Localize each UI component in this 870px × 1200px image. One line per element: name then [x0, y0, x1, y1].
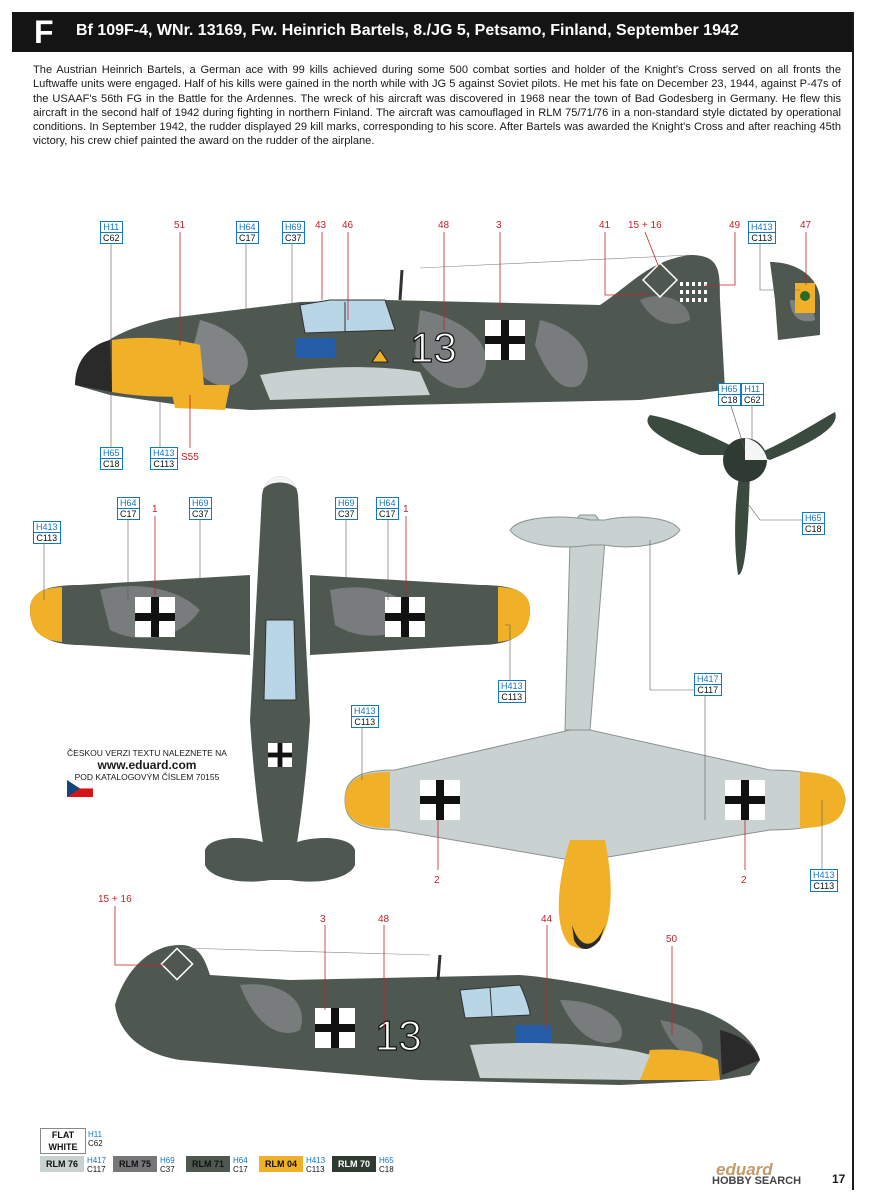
czech-flag-icon — [67, 780, 93, 797]
marking-number: 49 — [729, 220, 741, 231]
marking-number: S55 — [181, 452, 199, 463]
hobby-search-watermark: HOBBY SEARCH — [712, 1175, 802, 1187]
marking-number: 1 — [403, 504, 409, 515]
top-view — [30, 476, 530, 882]
czech-version-note: ČESKOU VERZI TEXTU NALEZNETE NA www.edua… — [62, 748, 232, 782]
marking-number: 50 — [666, 934, 678, 945]
page-frame — [12, 12, 854, 1190]
leader-lines — [114, 231, 807, 1035]
marking-number: 47 — [800, 220, 812, 231]
marking-number: 44 — [541, 914, 553, 925]
rudder-detail — [770, 262, 820, 340]
bottom-view — [344, 514, 846, 949]
legend-rlm04: RLM 04 — [259, 1156, 303, 1172]
marking-number: 3 — [320, 914, 326, 925]
profile-title: Bf 109F-4, WNr. 13169, Fw. Heinrich Bart… — [76, 22, 739, 39]
marking-number: 51 — [174, 220, 186, 231]
marking-number: 46 — [342, 220, 354, 231]
marking-number: 41 — [599, 220, 611, 231]
page-number: 17 — [832, 1172, 846, 1186]
marking-number: 48 — [438, 220, 450, 231]
marking-number: 3 — [496, 220, 502, 231]
legend-flat-white: FLAT WHITE — [40, 1128, 86, 1154]
legend-rlm76: RLM 76 — [40, 1156, 84, 1172]
marking-number: 15 + 16 — [98, 894, 132, 905]
side-view-right: 13 — [115, 945, 760, 1085]
side-code-text: 13 — [410, 324, 457, 371]
eduard-url[interactable]: www.eduard.com — [97, 758, 197, 772]
callout-lines — [43, 240, 823, 870]
marking-number: 2 — [434, 875, 440, 886]
marking-number: 43 — [315, 220, 327, 231]
marking-number: 48 — [378, 914, 390, 925]
legend-rlm75: RLM 75 — [113, 1156, 157, 1172]
profile-header: F Bf 109F-4, WNr. 13169, Fw. Heinrich Ba… — [12, 12, 852, 52]
marking-number: 1 — [152, 504, 158, 515]
legend-rlm70: RLM 70 — [332, 1156, 376, 1172]
marking-number: 15 + 16 — [628, 220, 662, 231]
marking-number: 2 — [741, 875, 747, 886]
side-code-text-right: 13 — [375, 1012, 422, 1059]
description-text: The Austrian Heinrich Bartels, a German … — [33, 64, 841, 148]
legend-rlm71: RLM 71 — [186, 1156, 230, 1172]
profile-letter: F — [34, 14, 54, 50]
eduard-logo: eduard — [716, 1160, 773, 1179]
side-view-left: 13 — [75, 254, 725, 410]
propeller-view — [647, 412, 836, 575]
